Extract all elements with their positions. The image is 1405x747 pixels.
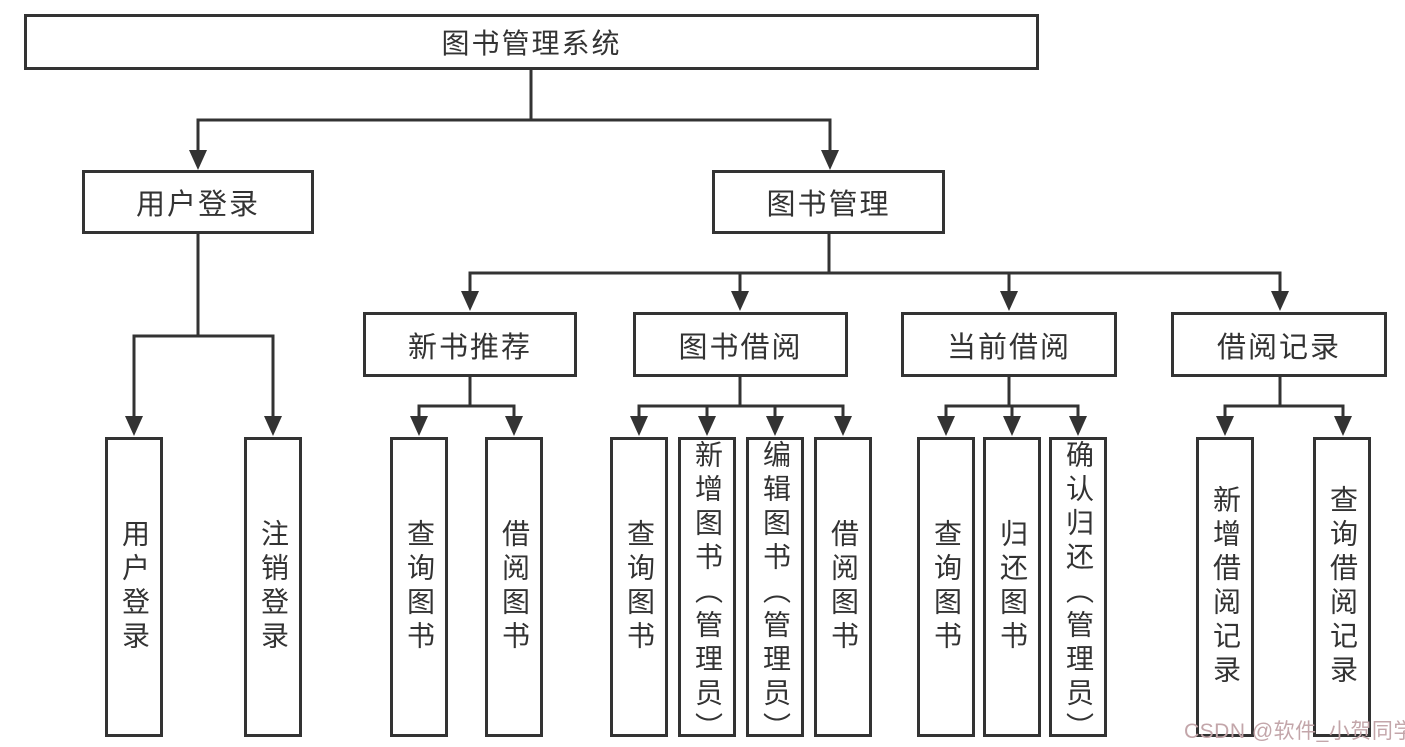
node-leaf-br-query-record: 查询借阅记录 xyxy=(1313,437,1371,737)
csdn-watermark: CSDN @软件_小贺同学 xyxy=(1184,720,1405,743)
node-leaf-br-add-record: 新增借阅记录 xyxy=(1196,437,1254,737)
node-leaf-logout: 注销登录 xyxy=(244,437,302,737)
arrow-down-icon xyxy=(461,291,479,311)
connector-currentborrow-to-children xyxy=(944,377,1080,421)
node-leaf-bb-query-books: 查询图书 xyxy=(610,437,668,737)
arrow-down-icon xyxy=(125,416,143,436)
node-leaf-user-login: 用户登录 xyxy=(105,437,163,737)
node-new-book-rec: 新书推荐 xyxy=(363,312,577,377)
node-leaf-cb-query-books: 查询图书 xyxy=(917,437,975,737)
arrow-down-icon xyxy=(1000,291,1018,311)
arrow-down-icon xyxy=(630,416,648,436)
node-leaf-nb-borrow-books: 借阅图书 xyxy=(485,437,543,737)
arrow-down-icon xyxy=(264,416,282,436)
arrow-down-icon xyxy=(766,416,784,436)
arrow-down-icon xyxy=(731,291,749,311)
node-leaf-nb-query-books: 查询图书 xyxy=(390,437,448,737)
node-leaf-cb-return-books: 归还图书 xyxy=(983,437,1041,737)
node-leaf-bb-edit-books-admin: 编辑图书（管理员） xyxy=(746,437,804,746)
node-root: 图书管理系统 xyxy=(24,14,1039,70)
node-leaf-bb-borrow-books: 借阅图书 xyxy=(814,437,872,737)
connector-lines xyxy=(132,70,1345,421)
connector-root-to-level2 xyxy=(196,70,832,152)
arrow-down-icon xyxy=(698,416,716,436)
arrow-down-icon xyxy=(937,416,955,436)
arrow-down-icon xyxy=(410,416,428,436)
node-current-borrow: 当前借阅 xyxy=(901,312,1117,377)
connector-userlogin-to-children xyxy=(132,233,275,419)
connector-borrowrecord-to-children xyxy=(1223,377,1345,421)
arrow-down-icon xyxy=(189,150,207,170)
node-leaf-bb-add-books-admin: 新增图书（管理员） xyxy=(678,437,736,746)
node-borrow-records: 借阅记录 xyxy=(1171,312,1387,377)
arrow-down-icon xyxy=(834,416,852,436)
arrow-down-icon xyxy=(1271,291,1289,311)
arrow-down-icon xyxy=(1334,416,1352,436)
connector-bookborrow-to-children xyxy=(637,377,845,421)
node-book-mgmt: 图书管理 xyxy=(712,170,945,234)
connector-arrowheads xyxy=(125,150,1352,436)
connector-bookmgmt-to-level3 xyxy=(468,234,1282,295)
node-leaf-cb-confirm-return-admin: 确认归还（管理员） xyxy=(1049,437,1107,746)
arrow-down-icon xyxy=(1069,416,1087,436)
node-user-login: 用户登录 xyxy=(82,170,314,234)
arrow-down-icon xyxy=(1003,416,1021,436)
connector-newbook-to-children xyxy=(417,377,516,421)
arrow-down-icon xyxy=(1216,416,1234,436)
arrow-down-icon xyxy=(505,416,523,436)
node-book-borrow: 图书借阅 xyxy=(633,312,848,377)
arrow-down-icon xyxy=(821,150,839,170)
